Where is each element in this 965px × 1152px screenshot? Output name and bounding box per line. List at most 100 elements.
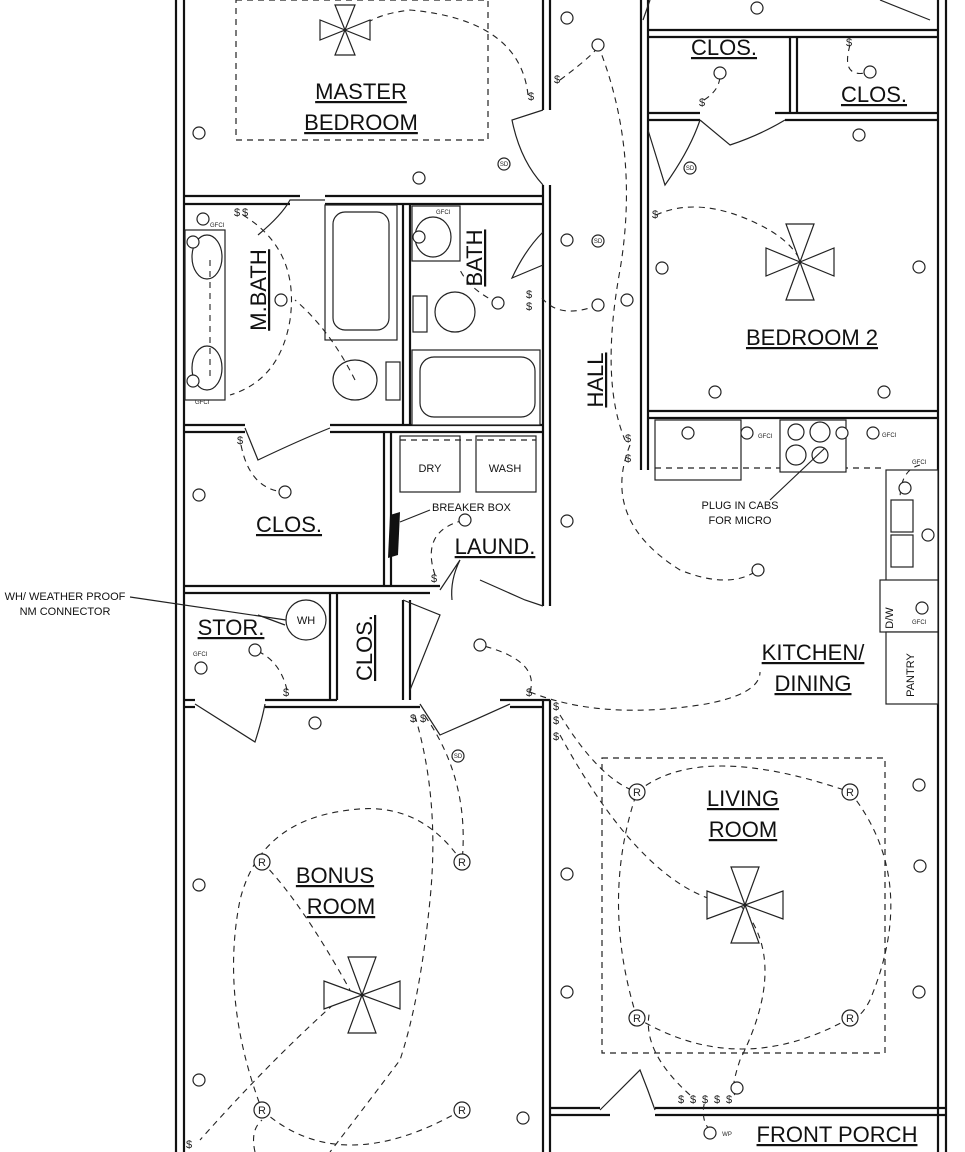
svg-text:SD: SD: [500, 162, 509, 168]
switch-symbol: $: [652, 209, 658, 221]
recessed-light: R: [253, 1101, 271, 1119]
wh-label: WH: [297, 615, 315, 627]
room-label-bonus-1: BONUS: [296, 863, 374, 888]
recessed-light: R: [628, 1009, 646, 1027]
room-label-bonus-2: ROOM: [307, 894, 375, 919]
room-label-front-porch: FRONT PORCH: [757, 1122, 918, 1147]
switch-symbol: $: [678, 1094, 684, 1106]
kitchen-fixtures: [654, 419, 939, 705]
room-label-clos-top-1: CLOS.: [691, 35, 757, 60]
switch-symbol: $: [420, 713, 426, 725]
switch-symbol: $: [410, 713, 416, 725]
weatherproof-label: WP: [722, 1132, 732, 1138]
gfci-label: GFCI: [912, 620, 927, 626]
smoke-detectors: SD SD SD SD: [451, 157, 697, 763]
svg-text:R: R: [846, 1013, 854, 1025]
plug-in-cabs-note-1: PLUG IN CABS: [701, 500, 778, 512]
light-fixtures: [248, 38, 912, 657]
gfci-label: GFCI: [195, 400, 210, 406]
switch-symbol: $: [702, 1094, 708, 1106]
gfci-label: GFCI: [436, 210, 451, 216]
recessed-light: R: [841, 783, 859, 801]
switch-symbol: $: [699, 97, 705, 109]
dryer-label: DRY: [418, 463, 442, 475]
wh-connector-note-2: NM CONNECTOR: [20, 606, 111, 618]
switch-symbol: $: [526, 687, 532, 699]
svg-text:R: R: [633, 787, 641, 799]
ceiling-fans: [319, 4, 835, 1034]
room-label-clos-master: CLOS.: [256, 512, 322, 537]
recessed-light: R: [841, 1009, 859, 1027]
room-label-living-1: LIVING: [707, 786, 779, 811]
gfci-tags: GFCI GFCI GFCI GFCI GFCI GFCI GFCI GFCI: [193, 210, 927, 658]
room-label-laund: LAUND.: [455, 534, 536, 559]
smoke-detector: SD: [591, 234, 605, 248]
room-label-clos-top-2: CLOS.: [841, 82, 907, 107]
washer-label: WASH: [489, 463, 522, 475]
switch-symbol: $: [526, 289, 532, 301]
room-label-clos-vertical: CLOS.: [352, 615, 377, 681]
smoke-detector: SD: [497, 157, 511, 171]
breaker-box-note: BREAKER BOX: [432, 502, 512, 514]
svg-text:R: R: [633, 1013, 641, 1025]
switch-symbol: $: [726, 1094, 732, 1106]
room-label-pantry: PANTRY: [905, 653, 917, 697]
gfci-label: GFCI: [193, 652, 208, 658]
switch-symbol: $: [553, 701, 559, 713]
switch-symbol: $: [625, 433, 631, 445]
smoke-detector: SD: [451, 749, 465, 763]
walls: [174, 0, 948, 1152]
switch-symbol: $: [553, 731, 559, 743]
switch-symbol: $: [186, 1139, 192, 1151]
gfci-label: GFCI: [210, 223, 225, 229]
svg-text:R: R: [258, 1105, 266, 1117]
room-label-bath: BATH: [462, 229, 487, 286]
dishwasher-label: D/W: [884, 607, 896, 629]
room-label-stor: STOR.: [198, 615, 265, 640]
room-label-kitchen-1: KITCHEN/: [762, 640, 866, 665]
svg-text:SD: SD: [594, 239, 603, 245]
plug-in-cabs-note-2: FOR MICRO: [709, 515, 772, 527]
switch-symbol: $: [690, 1094, 696, 1106]
doors: [194, 0, 931, 1111]
switch-symbol: $: [237, 435, 243, 447]
switch-symbol: $: [714, 1094, 720, 1106]
switch-symbol: $: [234, 207, 240, 219]
recessed-light: R: [253, 853, 271, 871]
gfci-label: GFCI: [912, 460, 927, 466]
wh-connector-note-1: WH/ WEATHER PROOF: [5, 591, 126, 603]
room-label-master-2: BEDROOM: [304, 110, 418, 135]
svg-text:R: R: [458, 1105, 466, 1117]
gfci-label: GFCI: [882, 433, 897, 439]
wiring: [199, 9, 921, 1152]
gfci-label: GFCI: [758, 434, 773, 440]
smoke-detector: SD: [683, 161, 697, 175]
room-label-master-1: MASTER: [315, 79, 407, 104]
switch-symbol: $: [625, 453, 631, 465]
switch-symbol: $: [846, 37, 852, 49]
switch-symbol: $: [528, 91, 534, 103]
switch-symbol: $: [431, 573, 437, 585]
room-label-living-2: ROOM: [709, 817, 777, 842]
switch-symbol: $: [554, 74, 560, 86]
room-label-hall: HALL: [583, 352, 608, 407]
switch-symbol: $: [553, 715, 559, 727]
switches: $ $ $ $ $ $ $ $ $ $ $ $ $ $ $ $ $ $ $ $ …: [186, 37, 852, 1151]
water-heater: WH: [129, 596, 327, 641]
switch-symbol: $: [526, 301, 532, 313]
room-label-m-bath: M.BATH: [246, 249, 271, 330]
room-label-bedroom-2: BEDROOM 2: [746, 325, 878, 350]
svg-text:SD: SD: [686, 166, 695, 172]
laundry-fixtures: [388, 435, 537, 558]
switch-symbol: $: [242, 207, 248, 219]
bath-fixtures: [184, 204, 541, 426]
recessed-light: R: [453, 1101, 471, 1119]
svg-text:SD: SD: [454, 754, 463, 760]
svg-text:R: R: [458, 857, 466, 869]
room-label-kitchen-2: DINING: [775, 671, 852, 696]
leaders: [257, 447, 826, 626]
outlets: [186, 1, 935, 1140]
svg-text:R: R: [846, 787, 854, 799]
switch-symbol: $: [283, 687, 289, 699]
